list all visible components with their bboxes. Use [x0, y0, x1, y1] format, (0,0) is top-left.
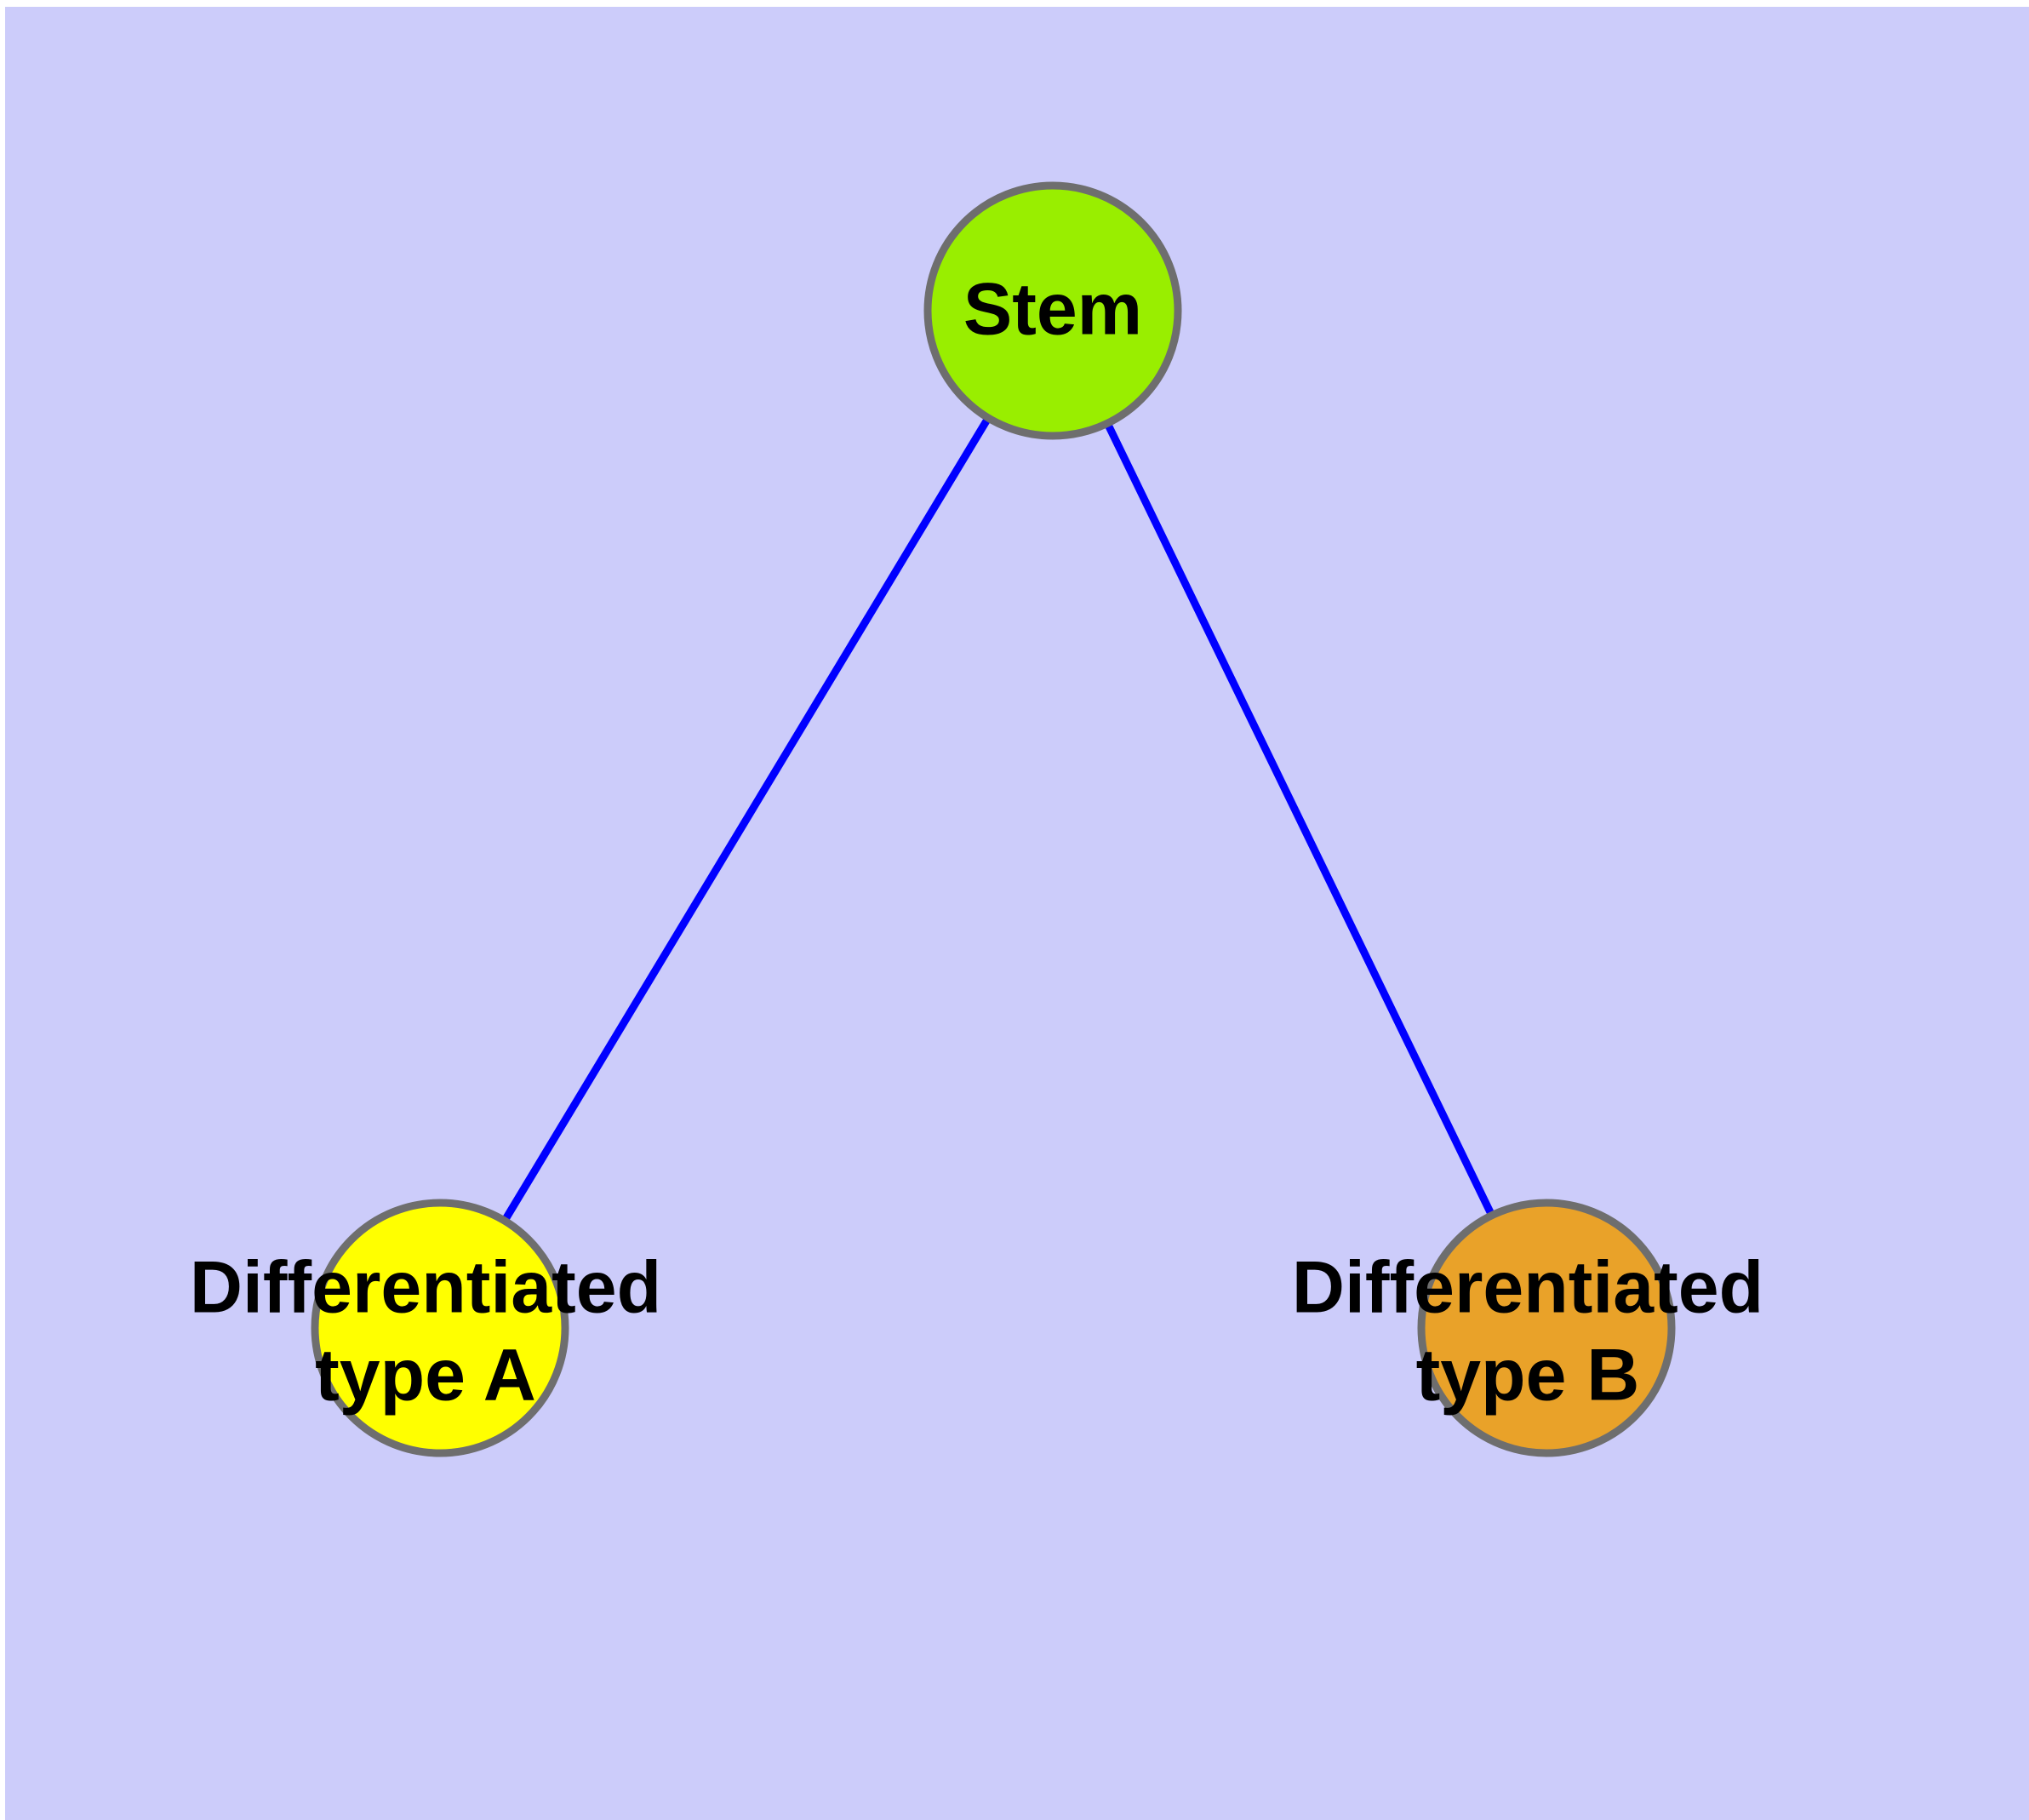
- node-stem[interactable]: Stem: [923, 181, 1182, 440]
- node-differentiated-type-a-label-line2: type A: [315, 1335, 536, 1417]
- node-differentiated-type-a-circle[interactable]: [311, 1199, 569, 1457]
- node-differentiated-type-a-label-line1: Differentiated: [190, 1247, 661, 1329]
- edge-stem-to-differentiated-type-b[interactable]: [1104, 421, 1495, 1217]
- node-differentiated-type-b[interactable]: Differentiated type B: [1292, 1199, 1763, 1457]
- node-layer: Stem Differentiated type A Differentiate…: [190, 181, 1763, 1457]
- node-differentiated-type-a[interactable]: Differentiated type A: [190, 1199, 661, 1457]
- node-stem-circle[interactable]: [923, 181, 1182, 440]
- node-stem-label: Stem: [963, 269, 1142, 351]
- node-differentiated-type-b-circle[interactable]: [1417, 1199, 1676, 1457]
- node-differentiated-type-b-label-line1: Differentiated: [1292, 1247, 1763, 1329]
- node-differentiated-type-b-label-line2: type B: [1416, 1335, 1640, 1417]
- edge-layer: [501, 415, 1495, 1223]
- edge-stem-to-differentiated-type-a[interactable]: [501, 415, 992, 1223]
